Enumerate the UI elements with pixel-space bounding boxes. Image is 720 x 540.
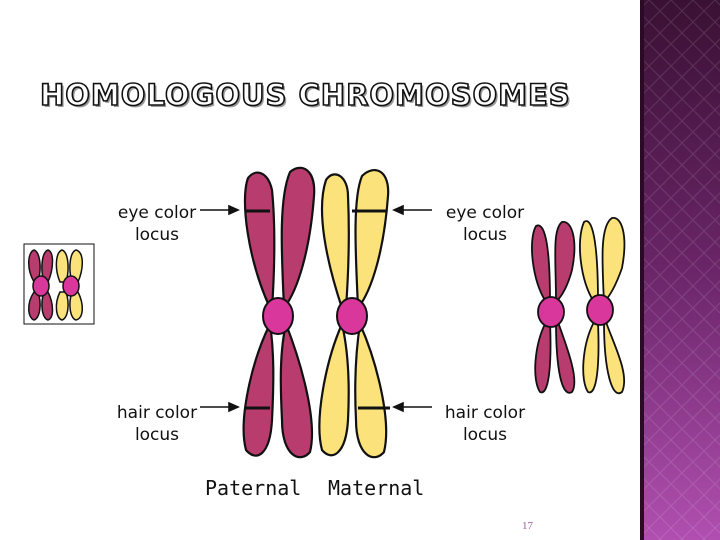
maternal-chromosome	[318, 169, 390, 459]
eye-color-locus-label-left: eye color locus	[117, 203, 197, 245]
small-chromosome-set-right	[531, 217, 626, 395]
hair-color-locus-label-left: hair color locus	[116, 403, 198, 445]
small-chromosome-set-left	[23, 243, 95, 325]
paternal-caption: Paternal	[205, 476, 302, 500]
page-number: 17	[522, 520, 533, 532]
decorative-sidebar	[640, 0, 720, 540]
maternal-centromere	[336, 297, 368, 335]
locus-arrows	[200, 204, 432, 413]
hair-color-locus-label-right: hair color locus	[444, 403, 526, 445]
paternal-chromosome	[242, 166, 316, 459]
slide-title: HOMOLOGOUS CHROMOSOMES	[39, 77, 571, 113]
eye-color-locus-label-right: eye color locus	[445, 203, 525, 245]
maternal-caption: Maternal	[328, 476, 425, 500]
paternal-centromere	[262, 297, 294, 335]
